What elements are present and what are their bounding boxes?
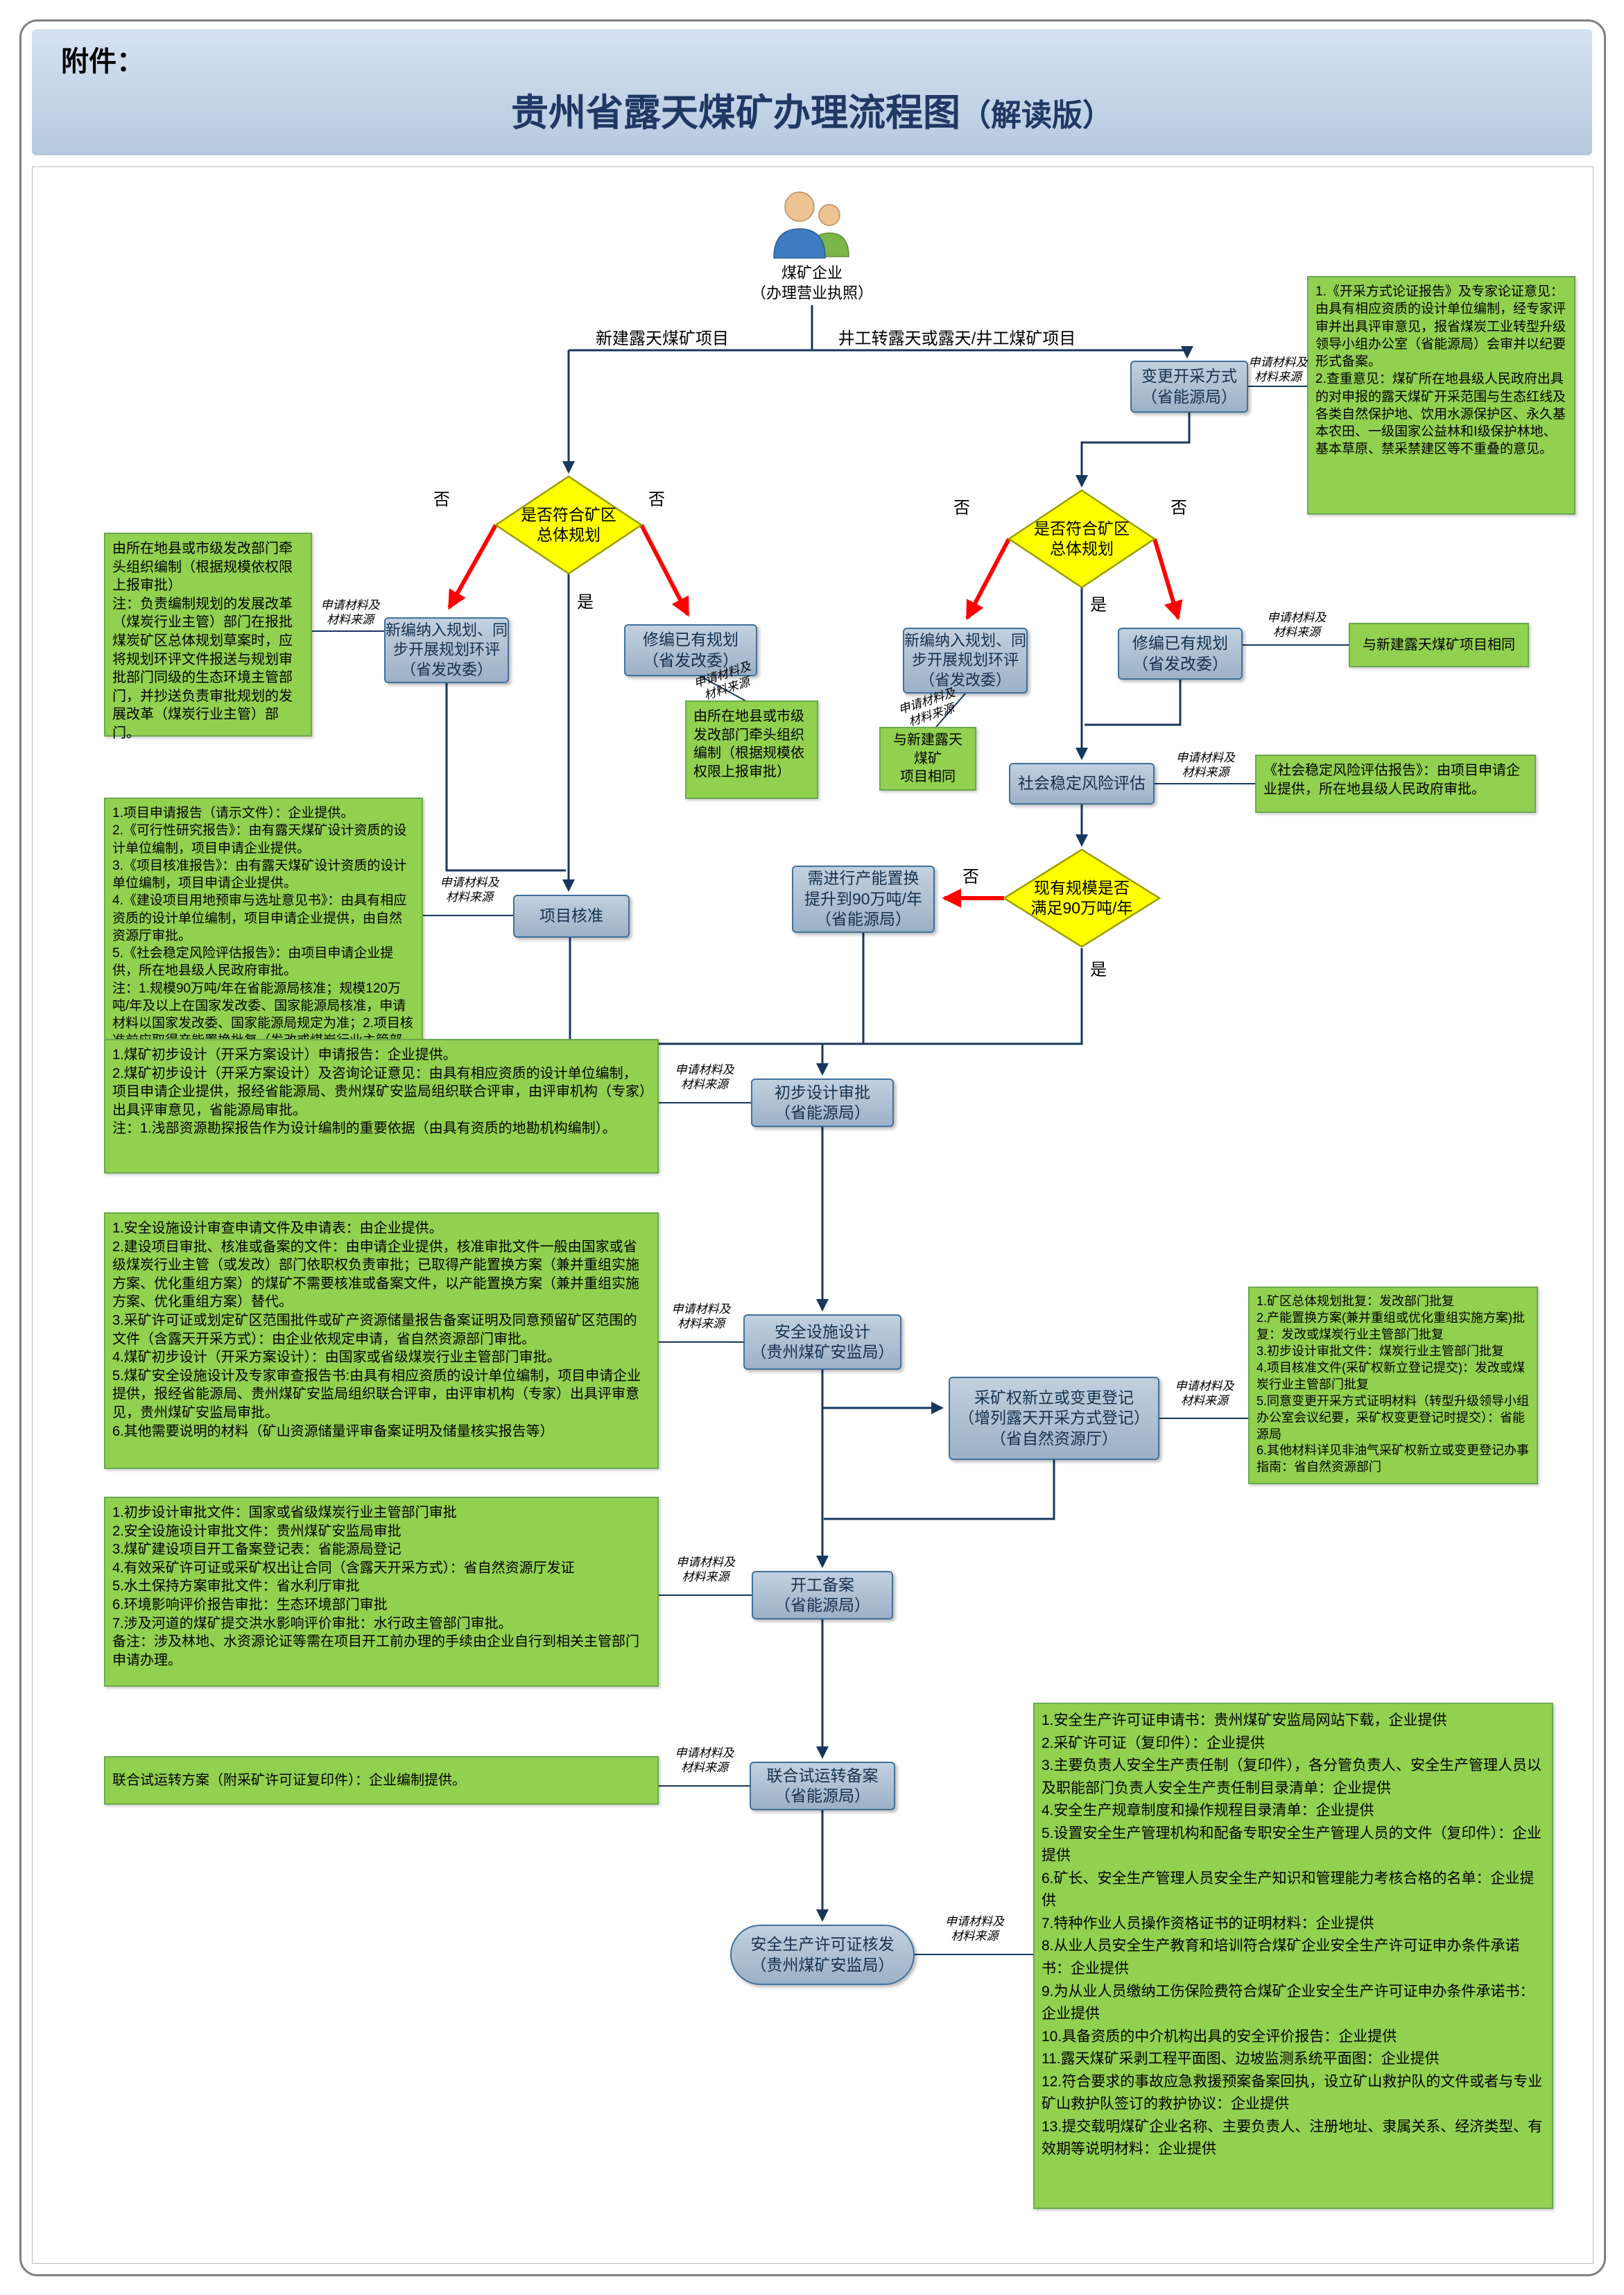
process-construction-filing: 开工备案 （省能源局） xyxy=(752,1571,893,1619)
page-title-main: 贵州省露天煤矿办理流程图 xyxy=(511,92,960,134)
note-plan-revision-compilation: 由所在地县或市级发改部门牵头组织编制（根据规模依权限上报审批） xyxy=(685,700,818,799)
decision-capacity-900k: 现有规模是否 满足90万吨/年 xyxy=(1030,879,1133,917)
process-safety-facility-design: 安全设施设计 （贵州煤矿安监局） xyxy=(743,1314,901,1370)
note-project-approval-materials: 1.项目申请报告（请示文件）：企业提供。 2.《可行性研究报告》：由有露天煤矿设… xyxy=(104,798,423,1066)
label-yes-d2: 是 xyxy=(1090,596,1107,614)
materials-label-1: 申请材料及 材料来源 xyxy=(1248,356,1308,384)
decision-diamonds xyxy=(494,475,1161,948)
decision-plan-compliance-right: 是否符合矿区 总体规划 xyxy=(1034,519,1130,558)
materials-label-5: 申请材料及 材料来源 xyxy=(1267,611,1327,639)
process-social-stability-assessment: 社会稳定风险评估 xyxy=(1009,763,1155,805)
process-capacity-replacement: 需进行产能置换 提升到90万吨/年 （省能源局） xyxy=(792,866,935,933)
materials-label-6: 申请材料及 材料来源 xyxy=(1176,751,1235,780)
materials-label-12: 申请材料及 材料来源 xyxy=(675,1746,734,1775)
materials-label-8: 申请材料及 材料来源 xyxy=(675,1063,734,1092)
label-yes-d1: 是 xyxy=(577,593,594,612)
label-no-d2-left: 否 xyxy=(953,499,970,517)
label-no-d1-left: 否 xyxy=(433,490,450,509)
annotation-lines xyxy=(312,386,1349,1955)
materials-label-13: 申请材料及 材料来源 xyxy=(945,1915,1004,1943)
branch-label-new-project: 新建露天煤矿项目 xyxy=(596,329,729,348)
note-same-as-new-project-2: 与新建露天煤矿项目相同 xyxy=(1349,623,1529,667)
note-mining-right-materials: 1.矿区总体规划批复：发改部门批复 2.产能置换方案(兼并重组或优化重组实施方案… xyxy=(1248,1287,1538,1484)
note-mining-method-demonstration: 1.《开采方式论证报告》及专家论证意见：由具有相应资质的设计单位编制，经专家评审… xyxy=(1307,276,1575,515)
note-same-as-new-project-1: 与新建露天煤矿 项目相同 xyxy=(879,727,976,791)
page-title: 贵州省露天煤矿办理流程图（解读版） xyxy=(32,82,1592,137)
label-yes-d3: 是 xyxy=(1090,961,1107,979)
label-no-d1-right: 否 xyxy=(648,490,665,509)
process-change-mining-method: 变更开采方式 （省能源局） xyxy=(1130,361,1248,413)
attachment-label: 附件： xyxy=(61,46,144,77)
note-trial-operation-materials: 联合试运转方案（附采矿许可证复印件）：企业编制提供。 xyxy=(104,1756,659,1805)
page-title-suffix: （解读版） xyxy=(960,98,1113,132)
process-mining-right-registration: 采矿权新立或变更登记 （增列露天开采方式登记） （省自然资源厅） xyxy=(949,1377,1159,1460)
process-safety-license-issuance: 安全生产许可证核发 （贵州煤矿安监局） xyxy=(730,1925,915,1985)
page-border xyxy=(19,19,1606,2276)
note-social-stability-report: 《社会稳定风险评估报告》：由项目申请企业提供，所在地县级人民政府审批。 xyxy=(1255,755,1536,813)
coal-enterprise-person-icon xyxy=(773,191,849,259)
no-branch-arrows xyxy=(447,524,1183,908)
header-band xyxy=(32,29,1592,155)
note-plan-compilation-left: 由所在地县或市级发改部门牵头组织编制（根据规模依权限上报审批） 注：负责编制规划… xyxy=(104,533,312,741)
flow-lines xyxy=(445,305,1193,1922)
branch-label-conversion-project: 井工转露天或露天/井工煤矿项目 xyxy=(838,329,1076,348)
process-new-plan-right: 新编纳入规划、同 步开展规划环评 （省发改委） xyxy=(903,628,1028,694)
process-revise-plan-right: 修编已有规划 （省发改委） xyxy=(1118,628,1243,680)
process-revise-plan-left: 修编已有规划 （省发改委） xyxy=(624,624,757,676)
label-no-d3: 否 xyxy=(962,868,979,886)
process-new-plan-left: 新编纳入规划、同 步开展规划环评 （省发改委） xyxy=(384,617,509,683)
materials-label-2: 申请材料及 材料来源 xyxy=(320,599,380,627)
label-no-d2-right: 否 xyxy=(1171,499,1187,517)
process-trial-operation-filing: 联合试运转备案 （省能源局） xyxy=(750,1762,895,1810)
note-safety-design-materials: 1.安全设施设计审查申请文件及申请表：由企业提供。 2.建设项目审批、核准或备案… xyxy=(104,1212,659,1469)
materials-label-10: 申请材料及 材料来源 xyxy=(1175,1379,1234,1408)
note-construction-filing-materials: 1.初步设计审批文件：国家或省级煤炭行业主管部门审批 2.安全设施设计审批文件：… xyxy=(104,1497,659,1687)
process-project-approval: 项目核准 xyxy=(513,895,630,938)
note-preliminary-design-materials: 1.煤矿初步设计（开采方案设计）申请报告：企业提供。 2.煤矿初步设计（开采方案… xyxy=(104,1039,659,1174)
start-node-label: 煤矿企业 （办理营业执照） xyxy=(750,264,873,302)
materials-label-7: 申请材料及 材料来源 xyxy=(440,876,499,904)
materials-label-11: 申请材料及 材料来源 xyxy=(676,1556,735,1584)
materials-label-9: 申请材料及 材料来源 xyxy=(671,1303,731,1331)
process-preliminary-design-approval: 初步设计审批 （省能源局） xyxy=(751,1078,894,1127)
decision-plan-compliance-left: 是否符合矿区 总体规划 xyxy=(521,506,616,544)
note-safety-license-materials: 1.安全生产许可证申请书：贵州煤矿安监局网站下载，企业提供 2.采矿许可证（复印… xyxy=(1033,1703,1553,2209)
